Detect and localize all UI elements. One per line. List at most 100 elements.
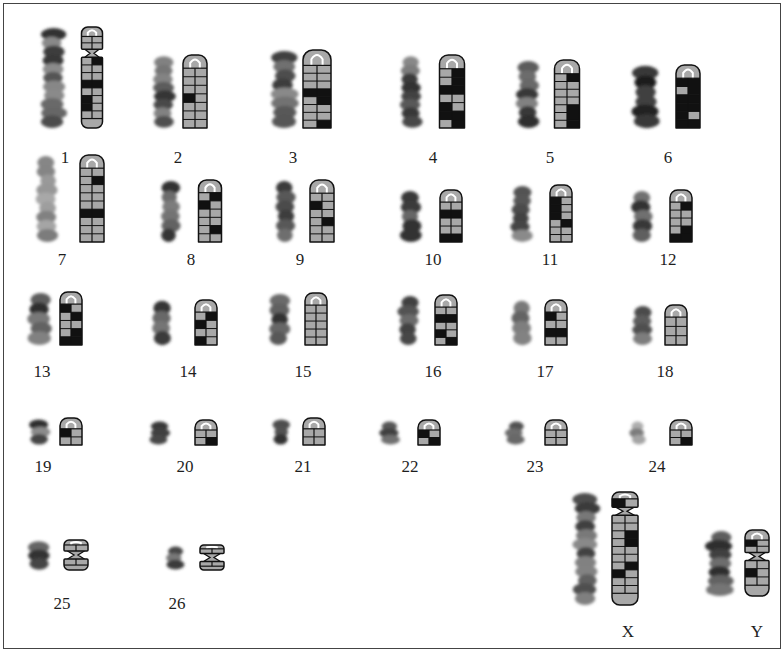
ideogram-arm: [200, 562, 224, 571]
chromatid-divider: [70, 304, 71, 345]
chromosome-number: 23: [527, 457, 544, 477]
chromosome-pair: [705, 530, 769, 596]
cap-line: [670, 429, 692, 430]
cap-line: [183, 68, 207, 69]
ideogram-body: [80, 155, 104, 242]
dark-band: [545, 312, 556, 320]
chromosome-number: 14: [180, 362, 197, 382]
dark-band: [317, 120, 331, 128]
cap-line: [435, 307, 457, 308]
dark-band: [625, 562, 638, 570]
dark-band: [80, 209, 92, 217]
telomere-arch: [677, 424, 686, 431]
ideogram-arm: [612, 515, 638, 605]
telomere-arch: [562, 65, 572, 74]
photo-band: [149, 435, 167, 445]
dark-band: [625, 539, 638, 547]
dark-band: [745, 569, 757, 577]
photo-band: [272, 115, 296, 128]
ideogram-arm: [612, 492, 638, 507]
chromatid-divider: [687, 78, 688, 128]
ideogram-body: [665, 305, 687, 345]
chromosome-ideogram: [200, 545, 224, 570]
photo-band: [507, 435, 525, 445]
chromosome-ideogram: [670, 420, 692, 445]
chromatid-divider: [566, 74, 567, 128]
dark-band: [303, 89, 317, 97]
cap-line: [670, 202, 692, 203]
dark-band: [199, 201, 211, 209]
ideogram-outline: [82, 57, 103, 128]
chromatid-divider: [756, 560, 757, 585]
chromosome-number: Y: [751, 622, 763, 642]
photo-band: [270, 332, 287, 346]
chromosome-number: 19: [35, 457, 52, 477]
ideogram-body: [60, 418, 82, 445]
chromosome-ideogram: [60, 292, 82, 345]
ideogram-body: [440, 55, 465, 128]
dark-band: [688, 103, 700, 111]
chromosome-photo: [510, 186, 533, 242]
chromatid-divider: [194, 68, 195, 128]
dark-band: [418, 430, 429, 438]
dark-band: [567, 113, 580, 121]
chromosome-ideogram: [303, 418, 325, 445]
chromosome-number: 4: [429, 148, 438, 168]
cap-line: [440, 68, 465, 69]
telomere-arch: [205, 184, 214, 192]
chromosome-number: 21: [295, 457, 312, 477]
ideogram-outline: [183, 55, 207, 128]
ideogram-outline: [199, 180, 222, 242]
chromosome-photo: [27, 293, 52, 345]
chromatid-divider: [560, 197, 561, 242]
cap-line: [665, 317, 687, 318]
photo-band: [274, 434, 288, 445]
chromosome-ideogram: [195, 300, 217, 345]
dark-band: [435, 315, 446, 323]
ideogram-arm: [745, 530, 769, 552]
chromosome-pair: [516, 60, 580, 128]
chromosome-photo: [153, 56, 176, 128]
chromosome-ideogram: [64, 540, 88, 570]
chromatid-divider: [91, 36, 92, 49]
chromosome-photo: [397, 296, 419, 345]
cap-line: [440, 202, 462, 203]
photo-band: [513, 331, 532, 345]
telomere-arch: [677, 194, 686, 202]
chromosome-ideogram: [440, 55, 465, 128]
photo-band: [154, 331, 171, 345]
telomere-arch: [425, 424, 434, 431]
chromosome-photo: [152, 301, 171, 345]
chromosome-number: 8: [187, 250, 196, 270]
photo-band: [381, 435, 400, 445]
dark-band: [452, 120, 465, 128]
dark-band: [612, 499, 625, 507]
dark-band: [676, 78, 688, 86]
ideogram-body: [555, 60, 580, 128]
cap-line: [612, 593, 638, 594]
dark-band: [567, 120, 580, 128]
chromosome-photo: [28, 541, 50, 570]
dark-band: [550, 205, 561, 212]
telomere-arch: [552, 304, 561, 312]
chromosome-photo: [705, 531, 734, 596]
chromosome-pair: [149, 420, 217, 445]
dark-band: [745, 540, 757, 546]
chromatid-divider: [313, 429, 314, 445]
chromosome-photo: [511, 301, 531, 345]
dark-band: [71, 337, 82, 345]
cap-line: [550, 197, 572, 198]
cap-line: [612, 498, 638, 499]
ideogram-outline: [310, 180, 334, 242]
chromatid-divider: [205, 312, 206, 345]
chromosome-photo: [400, 56, 423, 128]
dark-band: [60, 337, 71, 345]
chromosome-pair: [632, 305, 687, 345]
dark-band: [452, 111, 465, 119]
dark-band: [676, 103, 688, 111]
dark-band: [440, 111, 453, 119]
telomere-arch: [67, 296, 76, 304]
dark-band: [676, 120, 688, 128]
chromosome-ideogram: [612, 492, 638, 605]
